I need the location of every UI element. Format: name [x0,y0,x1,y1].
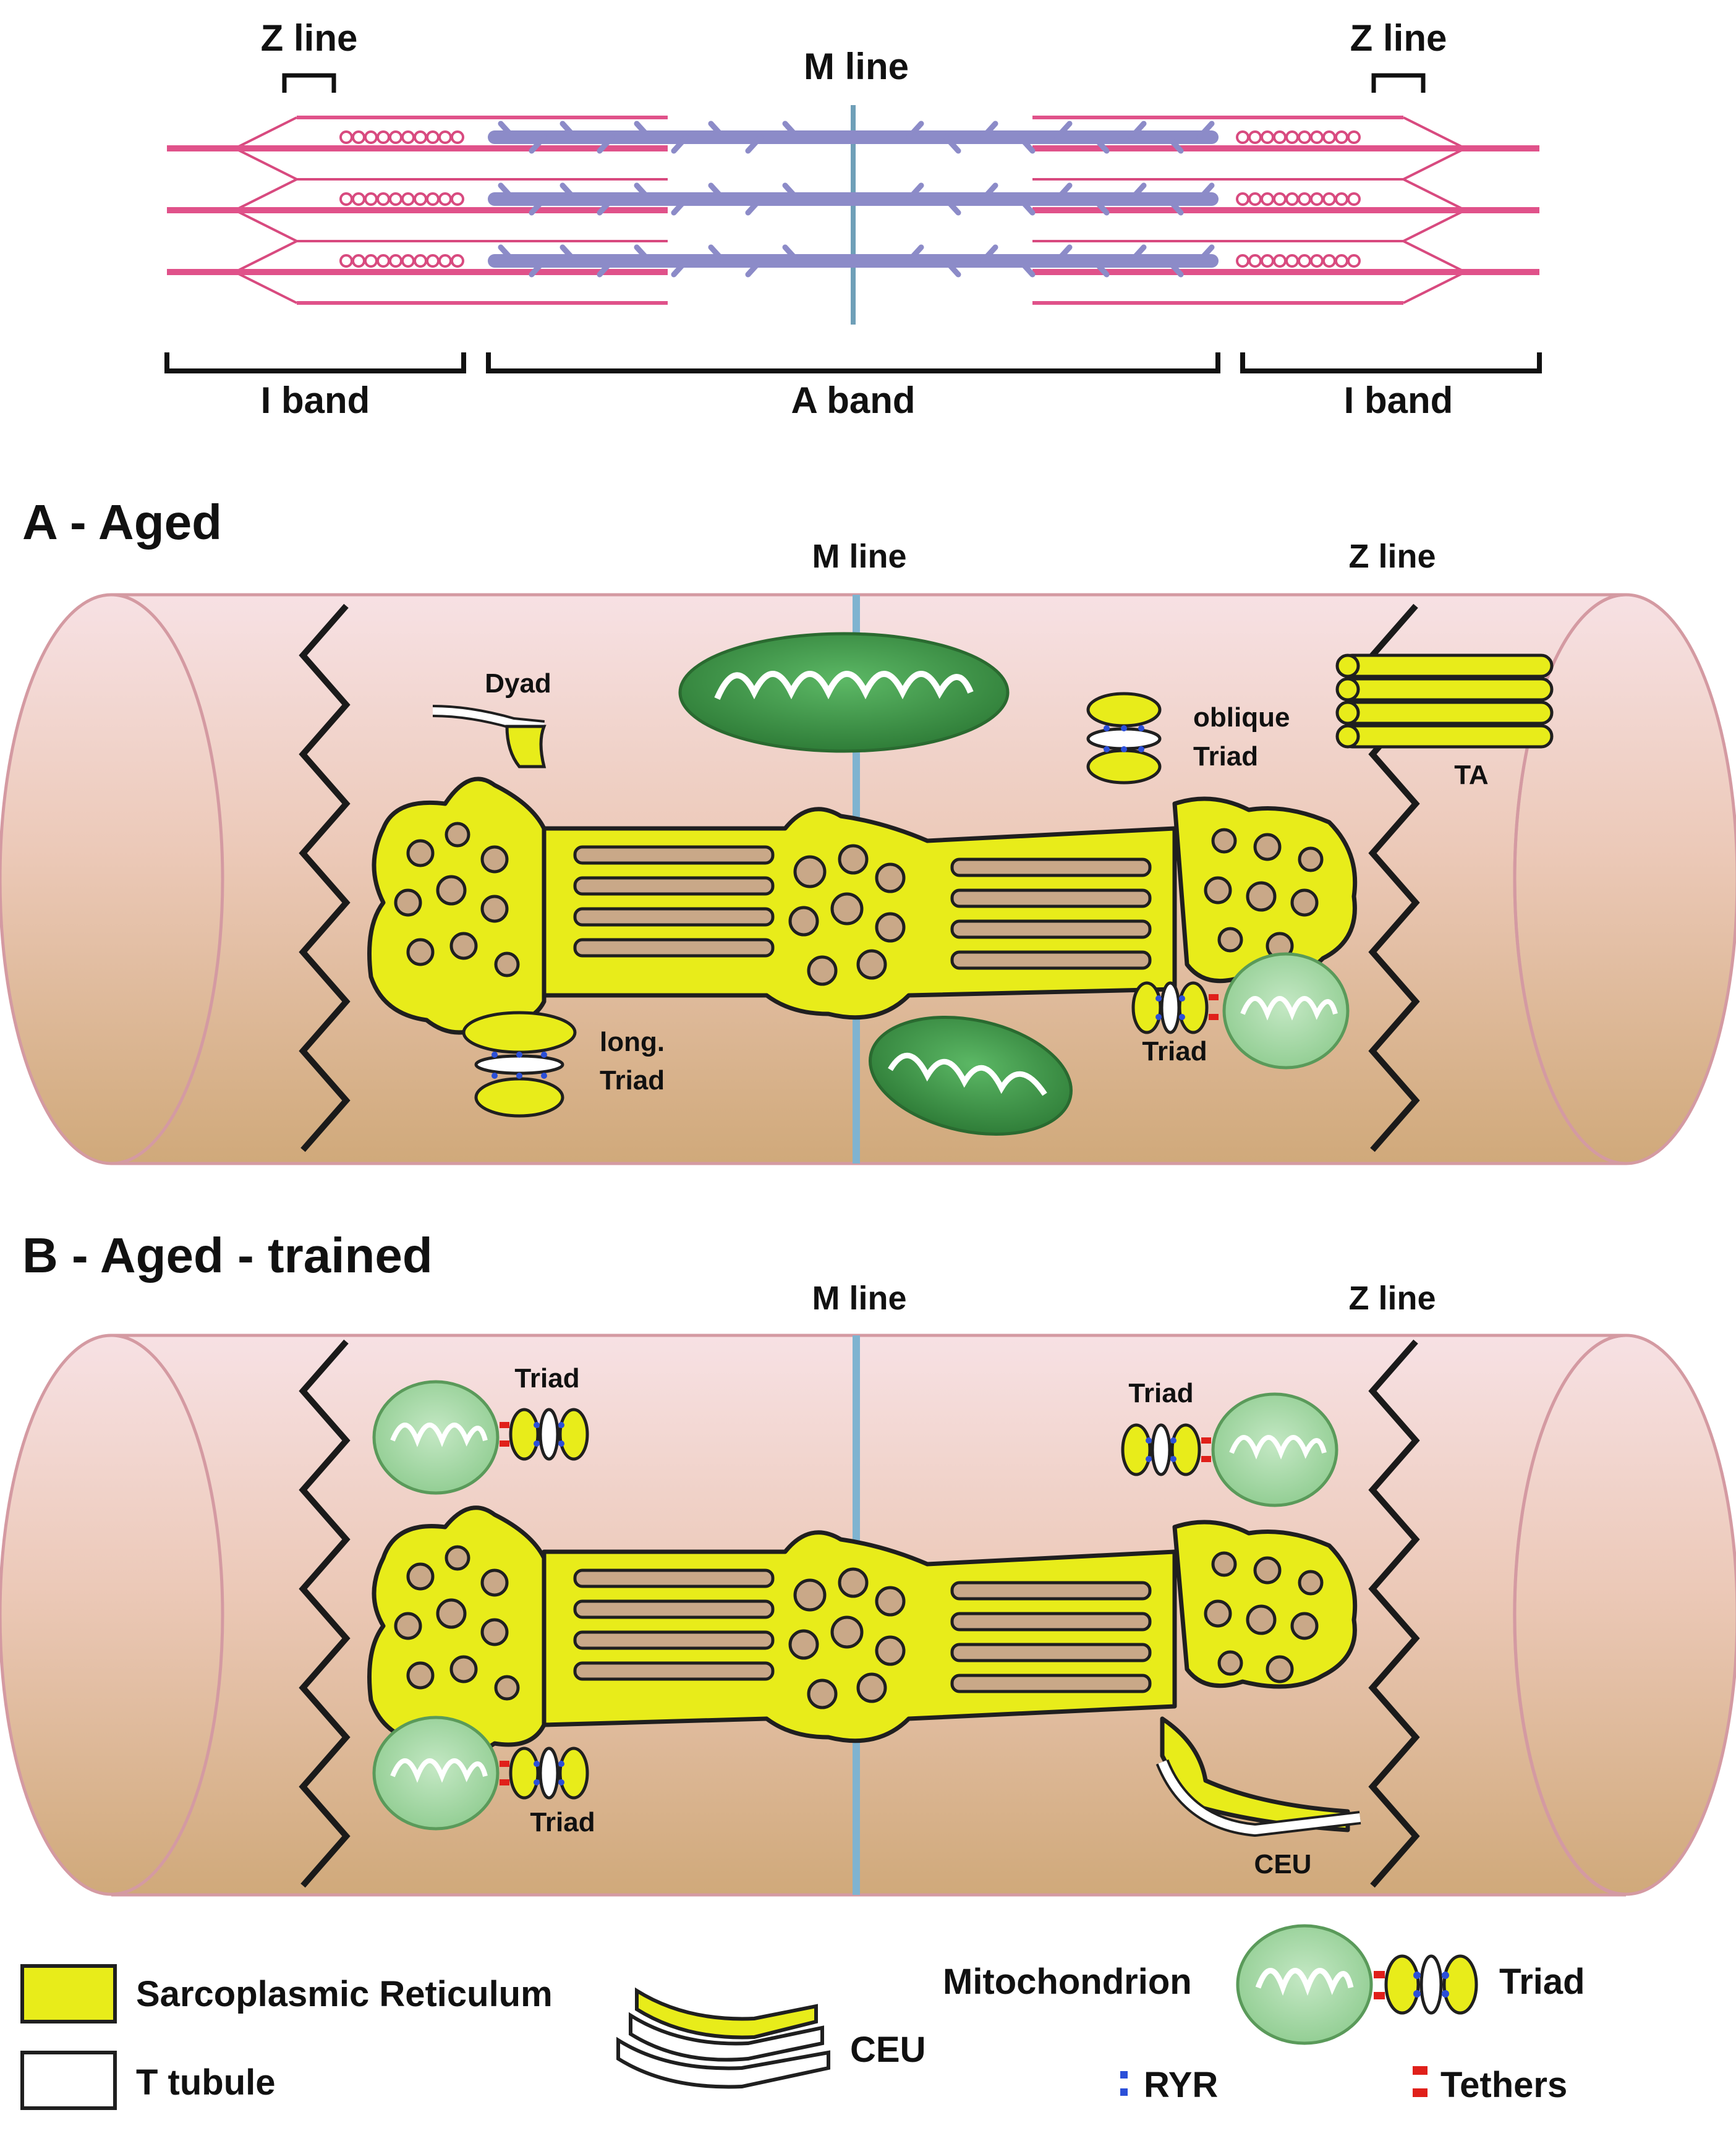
panel-b: B - Aged - trained M line Z line [0,1228,1736,1897]
legend-tethers-icon [1413,2066,1428,2097]
panel-a-oblique-label: oblique [1193,702,1290,733]
panel-a-m-line-label: M line [812,538,906,575]
panel-a-sr-holes [394,822,1324,986]
panel-b-fiber-outline [111,1334,1626,1897]
panel-b-mitochondrion-top-left [372,1380,500,1495]
panel-a-mitochondrion-bottom [869,1016,1073,1136]
panel-b-triad-top-left [500,1408,589,1461]
legend-sr-swatch [20,1964,117,2023]
panel-b-z-line-label: Z line [1348,1280,1436,1317]
panel-a-mitochondrion-top [678,632,1010,753]
panel-a-long-triad [462,1011,577,1118]
legend-ryr-icon [1120,2071,1128,2096]
panel-b-z-line-left [299,1339,351,1888]
panel-a-triad-label: Triad [1142,1036,1207,1066]
panel-b-fiber-right-inner [1513,1334,1627,1897]
actin-filaments [167,116,1539,305]
panel-b-mitochondrion-bottom-left [372,1716,500,1831]
panel-b-m-line-label: M line [812,1280,906,1317]
panel-a-ta-label: TA [1454,760,1488,790]
panel-a-triad-right [1131,981,1219,1034]
panel-a-long-label: long. [600,1027,665,1057]
panel-b-ceu-label: CEU [1254,1849,1312,1879]
legend-t-tubule-label: T tubule [136,2062,276,2103]
panel-b-fiber-left-cap [0,1334,224,1896]
sarcomere-m-line-label: M line [804,46,909,87]
panel-a-tubular-aggregate [1335,653,1554,749]
panel-a-long-triad-label: Triad [600,1065,665,1096]
panel-a-dyad [432,705,547,768]
legend: Sarcoplasmic Reticulum T tubule CEU Mito… [20,1924,1585,2110]
i-band-left-bracket [164,352,466,373]
legend-mitochondrion-icon [1236,1924,1373,2045]
panel-b-mitochondrion-top-right [1211,1392,1338,1507]
panel-a-z-line-left [299,603,351,1152]
panel-b-sr-holes [394,1545,1324,1709]
panel-a-fiber-left-cap [0,593,224,1165]
panel-a-dyad-label: Dyad [485,668,551,699]
panel-b-ceu [1155,1759,1361,1837]
i-band-right-label: I band [1344,380,1453,421]
legend-ceu-icon [616,1987,830,2089]
legend-mitochondrion-label: Mitochondrion [943,1962,1192,2002]
sarcomere-schematic: Z line M line Z line I band A band I ban… [164,17,1542,421]
sarcomere-z-line-right-label: Z line [1350,17,1447,59]
panel-a-z-line-label: Z line [1348,538,1436,575]
legend-triad-label: Triad [1499,1962,1585,2002]
a-band-label: A band [791,380,915,421]
panel-a-oblique-triad-label: Triad [1193,741,1258,772]
i-band-right-bracket [1240,352,1542,373]
legend-triad-icon [1374,1954,1478,2015]
z-line-bracket-left [282,73,336,93]
titin-coils [339,130,1361,268]
legend-t-tubule-swatch [20,2051,117,2110]
panel-a-mitochondrion-triad [1222,952,1350,1070]
panel-a: A - Aged M line Z line [0,495,1736,1165]
panel-a-fiber-right-inner [1513,593,1627,1165]
panel-b-triad-top-left-label: Triad [514,1363,579,1394]
a-band-bracket [486,352,1220,373]
panel-b-z-line-right [1368,1339,1420,1888]
panel-b-triad-bottom-left-label: Triad [530,1807,595,1837]
z-line-bracket-right [1371,73,1426,93]
legend-sr-label: Sarcoplasmic Reticulum [136,1974,553,2014]
panel-b-triad-bottom-left [500,1747,589,1800]
panel-b-triad-top-right-label: Triad [1128,1378,1193,1408]
i-band-left-label: I band [261,380,370,421]
panel-a-fiber-outline [111,593,1626,1165]
sarcomere-z-line-left-label: Z line [261,17,358,59]
panel-a-title: A - Aged [22,495,222,550]
panel-b-triad-top-right [1121,1423,1211,1476]
myosin-heads [498,121,1215,278]
panel-b-title: B - Aged - trained [22,1228,433,1283]
legend-ryr-label: RYR [1144,2065,1218,2105]
panel-a-oblique-triad [1086,692,1162,785]
legend-tethers-label: Tethers [1440,2065,1567,2105]
legend-ceu-label: CEU [850,2030,925,2070]
